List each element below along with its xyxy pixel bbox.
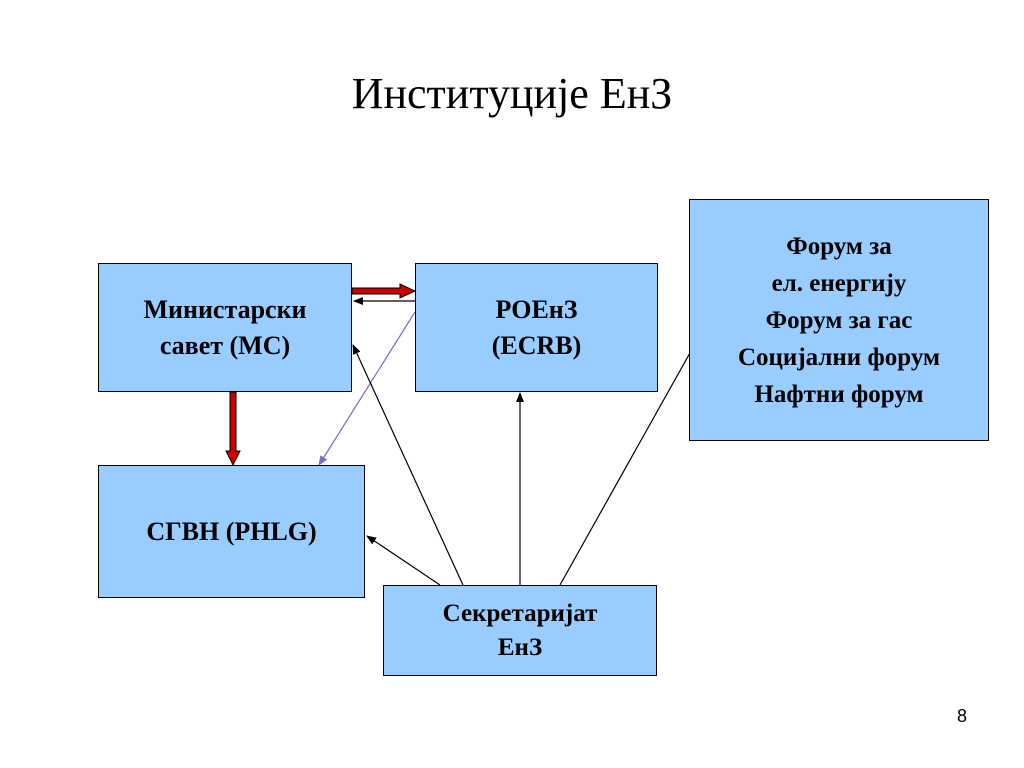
- arrow-sec-to-forums: [559, 334, 701, 586]
- arrow-sec-to-mc: [352, 344, 464, 586]
- arrow-mc-to-phlg: [225, 391, 241, 467]
- page-number: 8: [956, 706, 967, 726]
- secretariat-box: Секретаријат ЕнЗ: [383, 585, 657, 676]
- ministerial-council-box: Министарски савет (МС): [98, 263, 352, 392]
- ministerial-council-line-2: савет (МС): [159, 330, 291, 360]
- forums-line-1: Форум за: [786, 232, 892, 260]
- forums-line-4: Социјални форум: [737, 343, 941, 371]
- slide-title: Институције ЕнЗ: [351, 69, 673, 118]
- ministerial-council-line-1: Министарски: [143, 294, 307, 324]
- ecrb-box: РОЕнЗ (ECRB): [415, 263, 658, 392]
- forums-line-5: Нафтни форум: [754, 380, 924, 408]
- forums-box: Форум за ел. енергију Форум за гас Социј…: [689, 199, 989, 441]
- ecrb-line-2: (ECRB): [491, 330, 582, 360]
- arrow-ecrb-to-phlg: [318, 311, 416, 466]
- forums-line-3: Форум за гас: [765, 306, 913, 334]
- forums-line-2: ел. енергију: [771, 269, 907, 297]
- arrow-mc-to-ecrb: [351, 283, 417, 299]
- ecrb-line-1: РОЕнЗ: [495, 294, 578, 324]
- arrow-sec-to-phlg: [366, 535, 441, 586]
- secretariat-line-2: ЕнЗ: [497, 633, 543, 661]
- secretariat-line-1: Секретаријат: [442, 599, 598, 627]
- phlg-line-1: СГВН (PHLG): [146, 516, 317, 546]
- phlg-box: СГВН (PHLG): [98, 465, 365, 598]
